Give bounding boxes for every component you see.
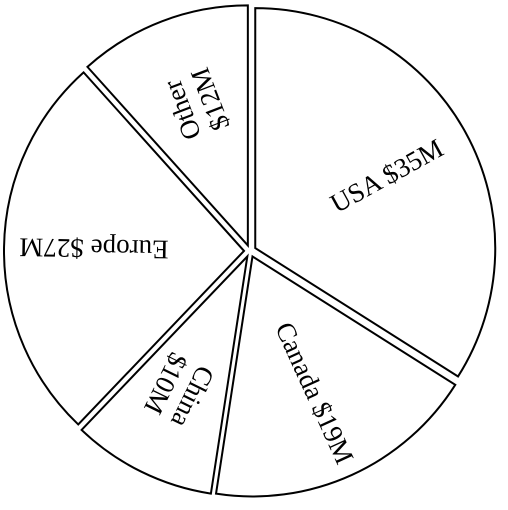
pie-slice-china [80,253,249,495]
slice-category-label: Europe [90,234,168,265]
pie-slice-europe [3,70,246,426]
slice-value-label: $27M [19,232,84,263]
pie-slice-usa [254,7,497,378]
pie-slice-canada [214,254,457,498]
pie-slice-other [86,4,249,249]
slice-label-europe: Europe $27M [19,232,169,264]
